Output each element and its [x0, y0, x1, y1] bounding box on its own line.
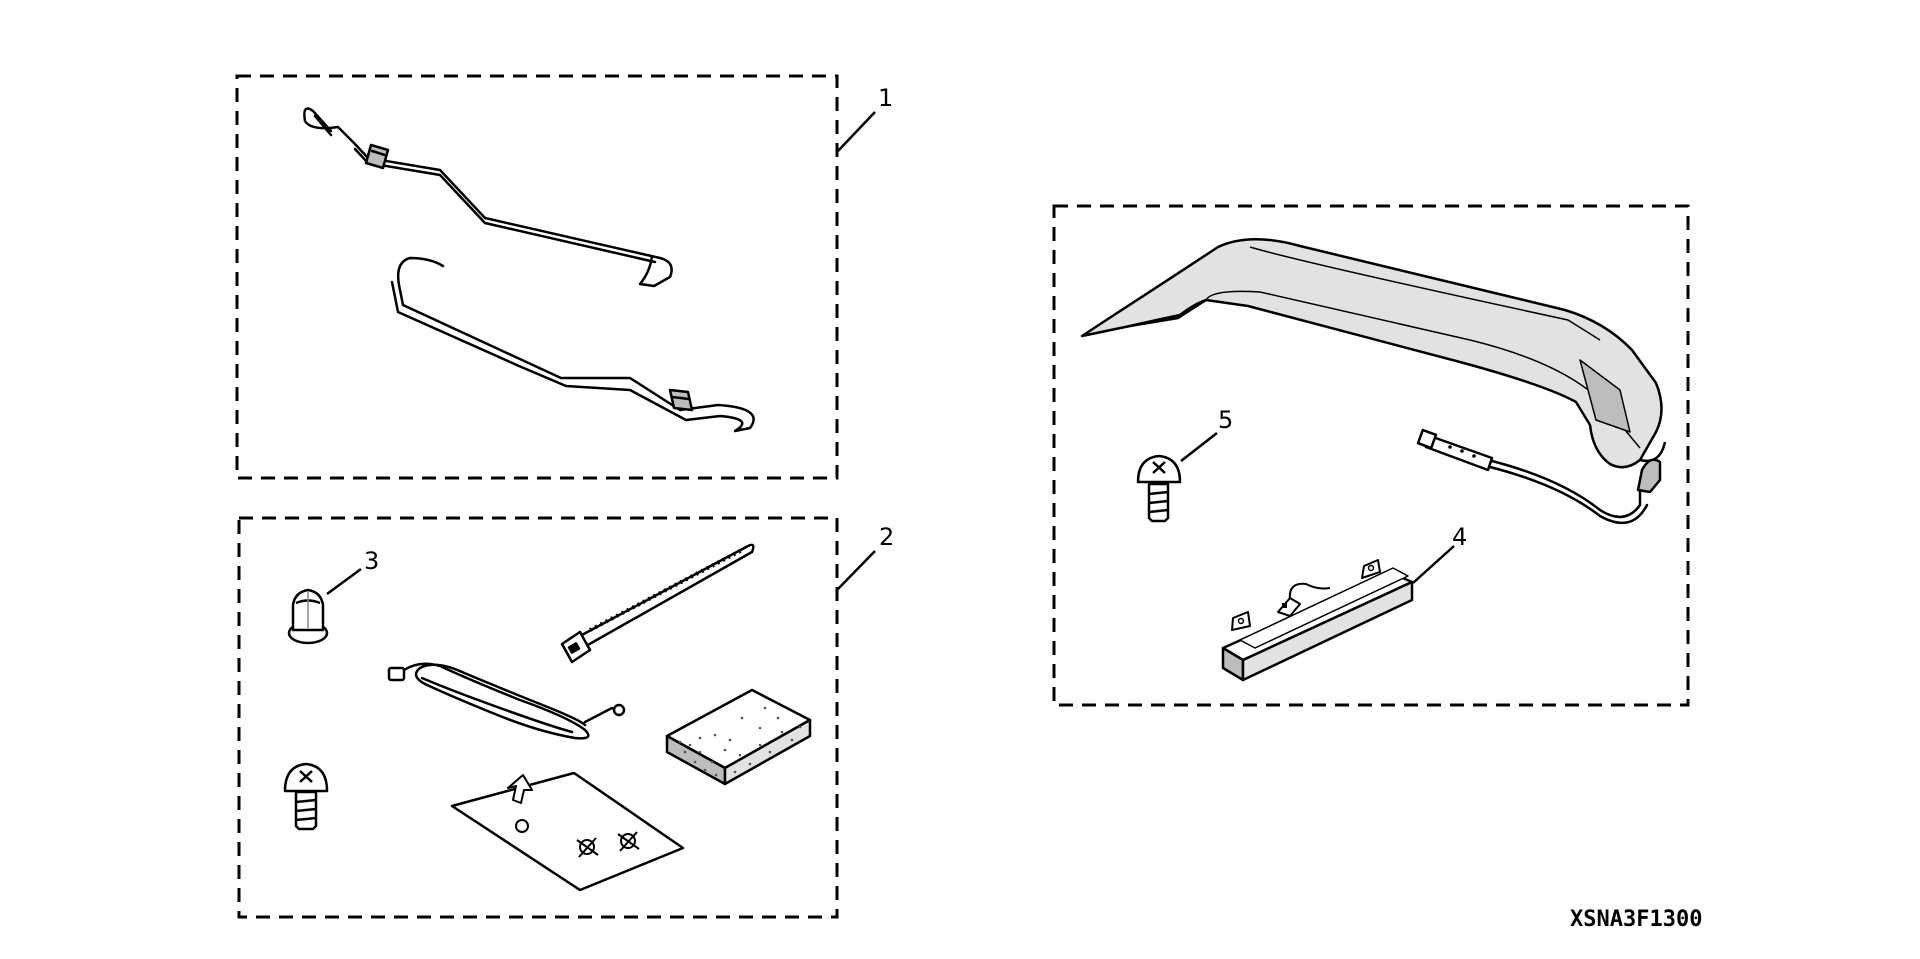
screw-icon-5 — [1136, 454, 1182, 523]
part-code: XSNA3F1300 — [1570, 907, 1702, 932]
group-box-2 — [237, 516, 839, 919]
wire-rod-upper-tape — [364, 143, 390, 170]
group-box-1 — [235, 74, 839, 480]
group-box-right — [1052, 204, 1690, 707]
template-sheet-icon — [450, 771, 685, 892]
rear-spoiler-icon — [1080, 238, 1667, 469]
cable-tie-icon — [560, 543, 755, 664]
brake-light-icon — [1221, 559, 1414, 682]
callout-2-label: 2 — [879, 523, 894, 551]
wire-rod-upper — [303, 107, 673, 288]
wire-rod-lower — [390, 256, 755, 433]
callout-5-label: 5 — [1218, 406, 1233, 434]
callout-3: 3 — [326, 547, 379, 596]
callout-4-label: 4 — [1452, 523, 1467, 551]
wire-harness-icon — [387, 662, 626, 740]
wire-rod-lower-tape — [668, 388, 694, 412]
callout-4: 4 — [1412, 523, 1467, 584]
callout-2: 2 — [836, 523, 894, 591]
foam-pad-icon — [665, 688, 812, 786]
callout-1: 1 — [836, 84, 893, 153]
callout-5: 5 — [1180, 406, 1233, 462]
callout-1-label: 1 — [878, 84, 893, 112]
screw-icon-2 — [283, 762, 329, 831]
spoiler-harness-icon — [1416, 428, 1662, 525]
nut-icon — [287, 588, 329, 645]
callout-3-label: 3 — [364, 547, 379, 575]
